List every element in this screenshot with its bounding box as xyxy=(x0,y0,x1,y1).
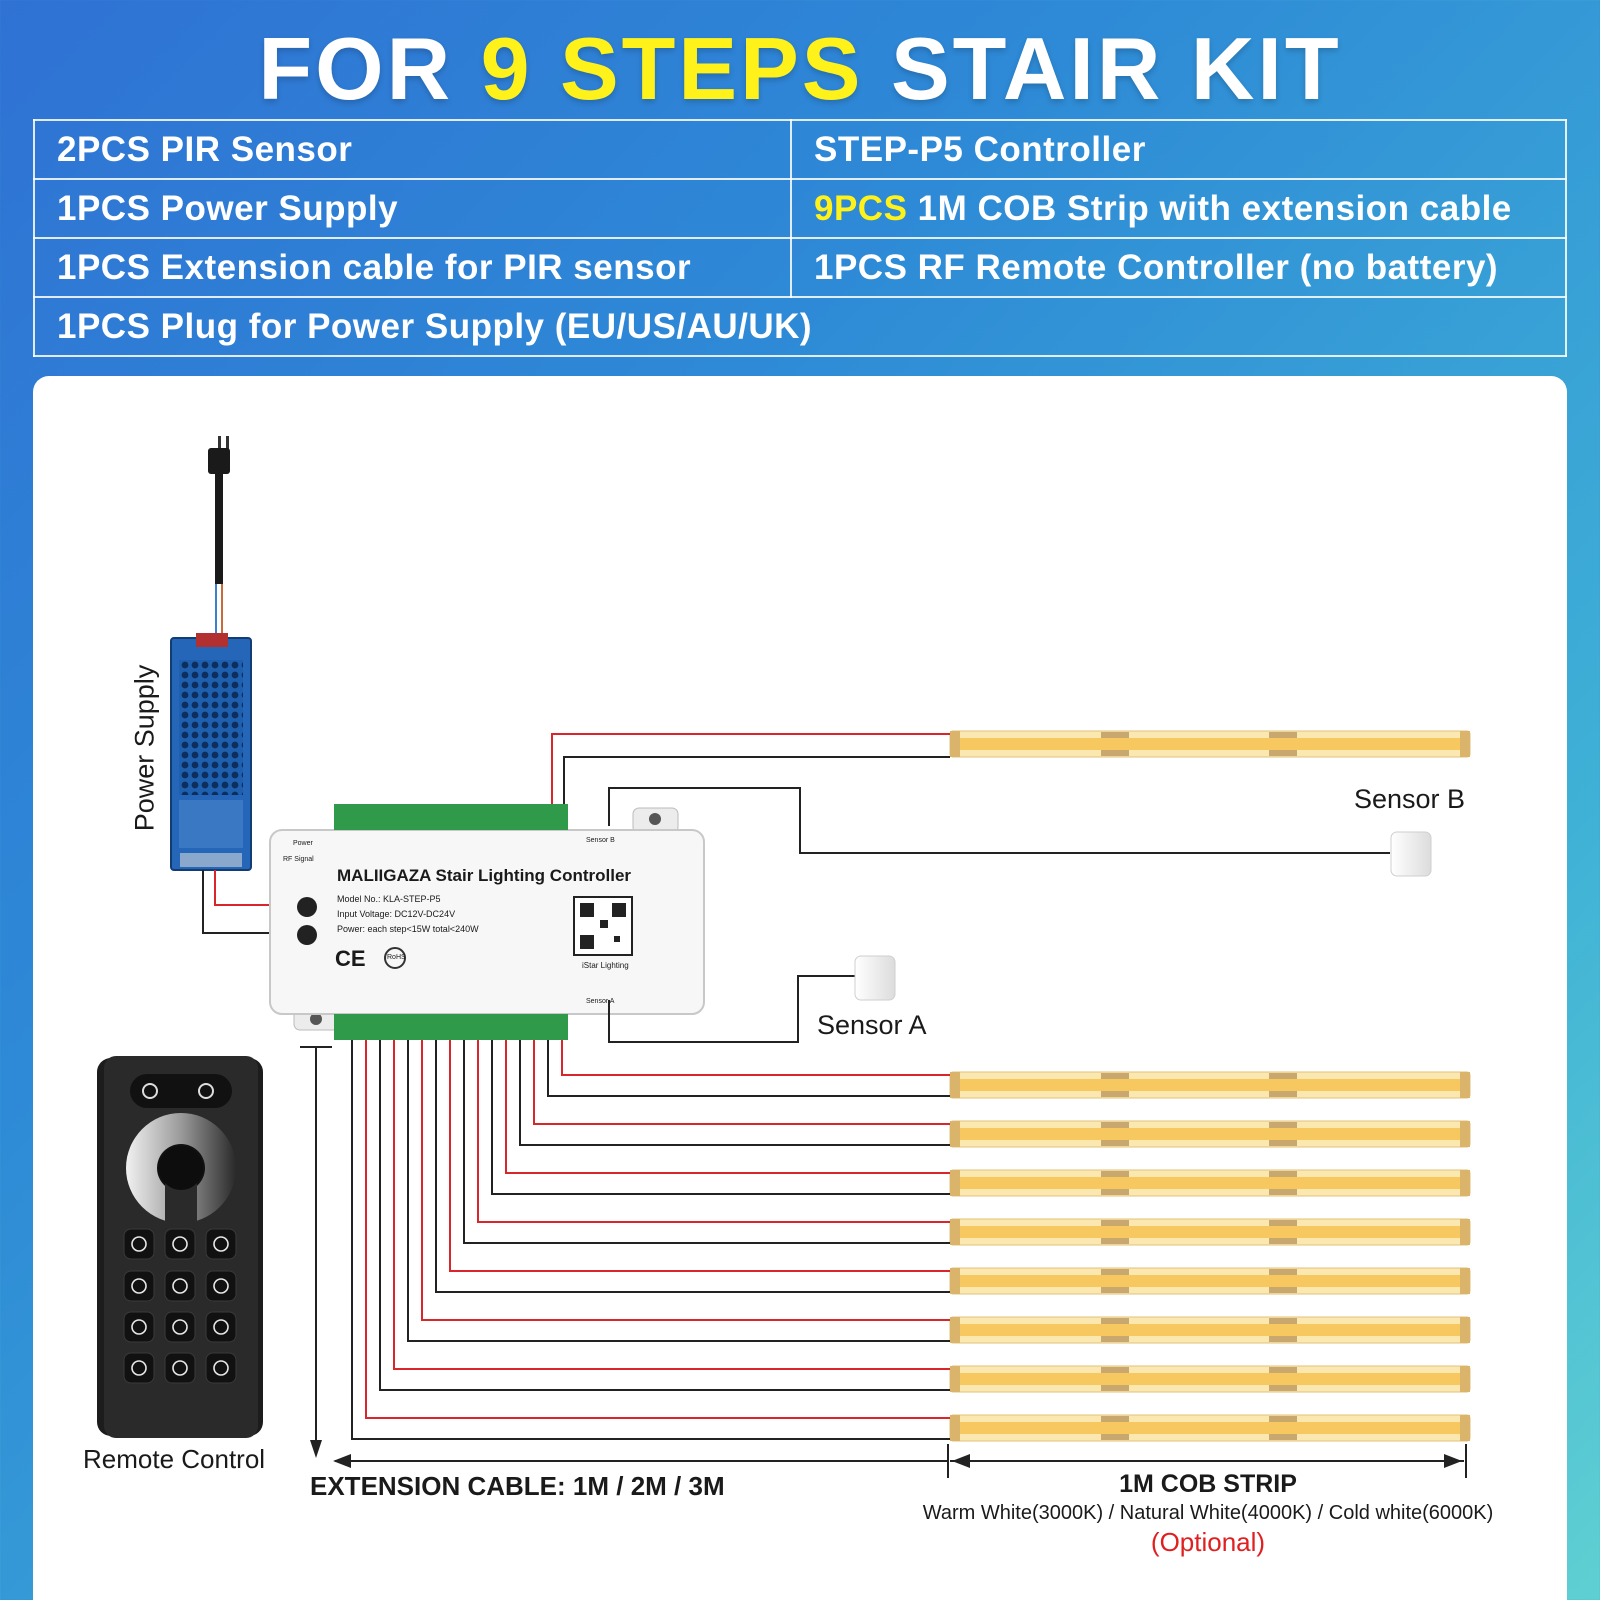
wire-negative xyxy=(491,1040,950,1195)
remote-key xyxy=(164,1270,196,1302)
cob-strip-top xyxy=(949,730,1471,758)
remote-key-icon xyxy=(131,1319,147,1335)
wire-positive xyxy=(449,1040,950,1272)
title-suffix: STAIR KIT xyxy=(863,19,1342,118)
wire-positive xyxy=(421,1040,950,1321)
wire-negative xyxy=(407,1040,950,1342)
remote-control-label: Remote Control xyxy=(83,1444,266,1474)
kit-contents-table: 2PCS PIR Sensor STEP-P5 Controller 1PCS … xyxy=(33,119,1567,357)
wire-negative xyxy=(379,1040,950,1391)
extension-arrow xyxy=(333,1444,949,1478)
wire-positive xyxy=(533,1040,950,1125)
kit-item: 1PCS Extension cable for PIR sensor xyxy=(33,237,792,298)
remote-key xyxy=(205,1352,237,1384)
controller-name: MALIIGAZA Stair Lighting Controller xyxy=(337,866,632,885)
extension-cable-label: EXTENSION CABLE: 1M / 2M / 3M xyxy=(310,1471,725,1501)
table-row: 1PCS Power Supply 9PCS 1M COB Strip with… xyxy=(33,178,1567,239)
remote-key-icon xyxy=(213,1236,229,1252)
title-prefix: FOR xyxy=(258,19,481,118)
sensor-a-label: Sensor A xyxy=(817,1010,927,1040)
optional-label: (Optional) xyxy=(1150,1527,1266,1557)
cob-strip-6 xyxy=(949,1316,1471,1344)
wire-negative xyxy=(547,1040,950,1097)
remote-key xyxy=(205,1270,237,1302)
page-title: FOR 9 STEPS STAIR KIT xyxy=(0,18,1600,120)
power-supply-unit xyxy=(170,633,252,871)
controller-brand: iStar Lighting xyxy=(582,961,629,970)
remote-key-icon xyxy=(213,1360,229,1376)
cob-strip-7 xyxy=(949,1365,1471,1393)
wire-positive xyxy=(561,1040,950,1076)
cob-strip-8 xyxy=(949,1414,1471,1442)
controller-power: Power: each step<15W total<240W xyxy=(337,924,479,934)
remote-key xyxy=(164,1228,196,1260)
remote-key-icon xyxy=(172,1360,188,1376)
rf-led-label: RF Signal xyxy=(283,856,314,863)
sensor-b-port-label: Sensor B xyxy=(586,837,615,844)
remote-key xyxy=(123,1352,155,1384)
cob-strip-1 xyxy=(949,1071,1471,1099)
cob-strip-label: 1M COB STRIP xyxy=(1119,1470,1297,1498)
kit-item: 2PCS PIR Sensor xyxy=(33,119,792,180)
remote-key xyxy=(164,1311,196,1343)
wire-positive xyxy=(365,1040,950,1419)
kit-item: STEP-P5 Controller xyxy=(790,119,1567,180)
kit-item: 1PCS RF Remote Controller (no battery) xyxy=(790,237,1567,298)
title-highlight: 9 STEPS xyxy=(480,19,864,118)
table-row: 1PCS Extension cable for PIR sensor 1PCS… xyxy=(33,237,1567,298)
remote-keypad xyxy=(123,1228,237,1384)
remote-key-icon xyxy=(131,1278,147,1294)
power-plug xyxy=(208,436,230,640)
wire-negative xyxy=(463,1040,950,1244)
remote-key xyxy=(123,1228,155,1260)
remote-key-icon xyxy=(172,1278,188,1294)
wire-positive xyxy=(477,1040,950,1223)
remote-key xyxy=(164,1352,196,1384)
kit-item: 1PCS Power Supply xyxy=(33,178,792,239)
table-row: 1PCS Plug for Power Supply (EU/US/AU/UK) xyxy=(33,296,1567,357)
wire-positive xyxy=(505,1040,950,1174)
cob-strip-4 xyxy=(949,1218,1471,1246)
color-temperature-label: Warm White(3000K) / Natural White(4000K)… xyxy=(922,1502,1494,1524)
cob-strip-arrow xyxy=(950,1444,1467,1478)
table-row: 2PCS PIR Sensor STEP-P5 Controller xyxy=(33,119,1567,180)
extension-wires xyxy=(351,1040,950,1440)
remote-key-icon xyxy=(131,1236,147,1252)
kit-item-qty-highlight: 9PCS xyxy=(814,188,908,228)
wire-negative xyxy=(351,1040,950,1440)
cob-strip-5 xyxy=(949,1267,1471,1295)
remote-key xyxy=(205,1228,237,1260)
sensor-b-label: Sensor B xyxy=(1354,784,1466,814)
sensor-a-port-label: Sensor A xyxy=(586,998,615,1005)
wire-negative xyxy=(435,1040,950,1293)
stair-lighting-controller xyxy=(269,804,705,1040)
cob-strip-3 xyxy=(949,1169,1471,1197)
ce-mark: CE xyxy=(335,946,366,971)
remote-key-icon xyxy=(172,1236,188,1252)
kit-item: 1PCS Plug for Power Supply (EU/US/AU/UK) xyxy=(33,296,1567,357)
controller-input: Input Voltage: DC12V-DC24V xyxy=(337,909,456,919)
rohs-mark: RoHS xyxy=(387,954,406,961)
sensor-a-device xyxy=(854,955,896,1001)
remote-key xyxy=(123,1311,155,1343)
power-supply-label: Power Supply xyxy=(129,664,160,832)
remote-key-icon xyxy=(172,1319,188,1335)
remote-key xyxy=(205,1311,237,1343)
power-led-label: Power xyxy=(293,840,313,847)
remote-key xyxy=(123,1270,155,1302)
wire-positive xyxy=(393,1040,950,1370)
remote-key-icon xyxy=(131,1360,147,1376)
remote-key-icon xyxy=(213,1278,229,1294)
controller-model: Model No.: KLA-STEP-P5 xyxy=(337,894,441,904)
wire-negative xyxy=(519,1040,950,1146)
cob-strip-2 xyxy=(949,1120,1471,1148)
kit-item: 9PCS 1M COB Strip with extension cable xyxy=(790,178,1567,239)
remote-key-icon xyxy=(213,1319,229,1335)
cob-strips xyxy=(949,730,1471,1442)
sensor-b-device xyxy=(1390,831,1432,877)
kit-item-text: 1M COB Strip with extension cable xyxy=(907,188,1512,228)
